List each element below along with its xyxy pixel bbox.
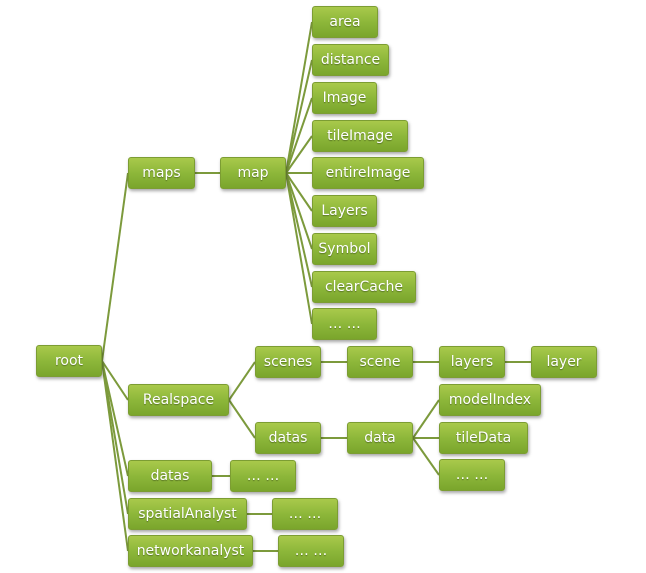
node-entireimage: entireImage [312,157,424,189]
edge-root-datas [101,360,129,477]
node-map-more: … … [312,308,377,340]
node-scenes: scenes [255,346,321,378]
node-networkanalyst: networkanalyst [128,535,253,567]
node-spatial-more: … … [272,498,338,530]
edge-map-map_more [285,172,313,325]
node-realspace-datas: datas [255,422,321,454]
node-clearcache: clearCache [312,271,416,303]
node-layer: layer [531,346,597,378]
edge-map-tileImage [285,135,313,174]
node-image: Image [312,82,377,114]
node-scene: scene [347,346,413,378]
node-root: root [36,345,102,377]
node-tileimage: tileImage [312,120,408,152]
edge-root-maps [101,172,129,362]
node-distance: distance [312,44,389,76]
node-data-more: … … [439,459,505,491]
edge-map-layers_map [285,172,313,212]
edge-map-clearCache [285,172,313,288]
edge-data-data_more [412,437,440,476]
node-spatialanalyst: spatialAnalyst [128,498,247,530]
edge-map-symbol [285,172,313,250]
edge-map-image [285,97,313,174]
node-layers-map: Layers [312,195,377,227]
node-modelindex: modelIndex [439,384,541,416]
edge-map-area [285,21,313,174]
edge-map-distance [285,59,313,174]
node-datas-more: … … [230,460,296,492]
node-maps: maps [128,157,195,189]
edge-root-networkanalyst [101,360,129,552]
node-realspace: Realspace [128,384,229,416]
edge-data-modelIndex [412,399,440,439]
node-tiledata: tileData [439,422,528,454]
node-datas: datas [128,460,212,492]
edge-realspace-scenes [228,361,256,401]
edge-realspace-rs_datas [228,399,256,439]
node-layers: layers [439,346,505,378]
node-area: area [312,6,378,38]
node-network-more: … … [278,535,344,567]
node-data: data [347,422,413,454]
node-map: map [220,157,286,189]
edge-root-realspace [101,360,129,401]
node-symbol: Symbol [312,233,377,265]
